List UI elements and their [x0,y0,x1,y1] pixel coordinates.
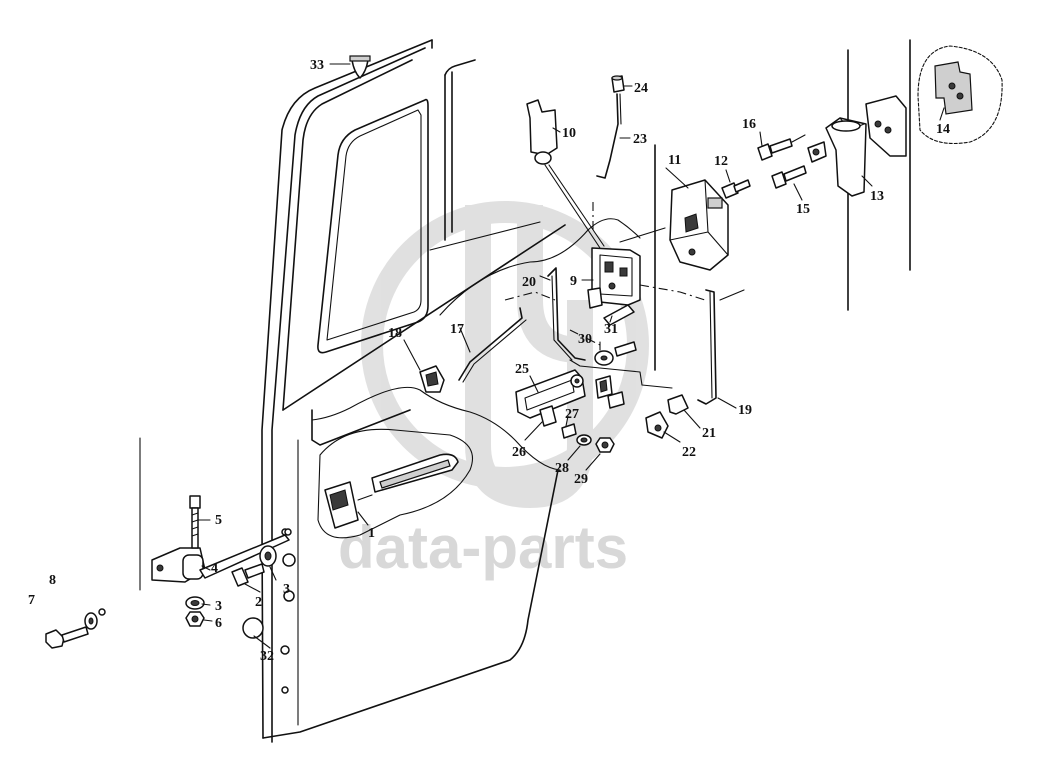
callout-8: 8 [49,573,56,588]
callout-26: 26 [512,445,526,460]
callout-22: 22 [682,445,696,460]
callout-23: 23 [633,132,647,147]
part-32-grommet [242,617,264,639]
callout-7: 7 [28,593,35,608]
part-13-hinge [807,117,867,197]
callout-9: 9 [570,274,577,289]
callout-31: 31 [604,322,618,337]
callout-3b: 3 [215,599,222,614]
callout-29: 29 [574,472,588,487]
callout-17: 17 [450,322,464,337]
callout-13: 13 [870,189,884,204]
watermark-text: data-parts [338,514,628,581]
callout-25: 25 [515,362,529,377]
callout-10: 10 [562,126,576,141]
part-11-striker [669,179,729,271]
callout-30: 30 [578,332,592,347]
door-frame [261,39,706,743]
callout-11: 11 [668,153,681,168]
part-30-washer [594,341,637,366]
part-28-washer [576,434,592,446]
callout-32: 32 [260,649,274,664]
part-12-screw [721,179,751,199]
callout-labels: 33 1 2 3 3 4 5 6 7 8 9 10 11 12 13 14 15… [28,58,950,664]
callout-27: 27 [565,407,579,422]
part-18-clip [419,365,445,393]
part-19-rod [697,289,717,405]
part-17-rod [458,307,527,383]
callout-3a: 3 [283,582,290,597]
callout-4: 4 [211,561,218,576]
callout-2: 2 [255,595,262,610]
part-16-bolt [757,134,806,161]
part-20-rod [547,267,586,361]
callout-14: 14 [936,122,950,137]
callout-28: 28 [555,461,569,476]
callout-19: 19 [738,403,752,418]
callout-33: 33 [310,58,324,73]
part-21-lever [667,394,689,415]
part-27-bushing [561,423,577,439]
part-23-rod [596,93,622,179]
callout-24: 24 [634,81,648,96]
part-1-outside-handle [324,453,459,529]
callout-12: 12 [714,154,728,169]
part-10-bracket [526,99,605,249]
part-29-nut [595,437,615,453]
callout-15: 15 [796,202,810,217]
part-24-knob [611,75,625,93]
hinge-assembly [45,437,292,649]
part-9-lock-body [587,227,666,326]
part-33-plug [349,55,371,79]
leader-lines [197,63,945,649]
lock-interior-bracket [569,359,673,409]
callout-5: 5 [215,513,222,528]
part-22-cam [645,411,669,439]
part-25-inside-handle [515,369,586,419]
callout-18: 18 [388,326,402,341]
part-15-bolt [771,165,807,189]
part-14-plate [865,45,1003,157]
callout-16: 16 [742,117,756,132]
callout-6: 6 [215,616,222,631]
watermark-logo [361,201,649,509]
callout-21: 21 [702,426,716,441]
callout-1: 1 [368,526,375,541]
callout-20: 20 [522,275,536,290]
part-26-bracket [539,405,557,427]
